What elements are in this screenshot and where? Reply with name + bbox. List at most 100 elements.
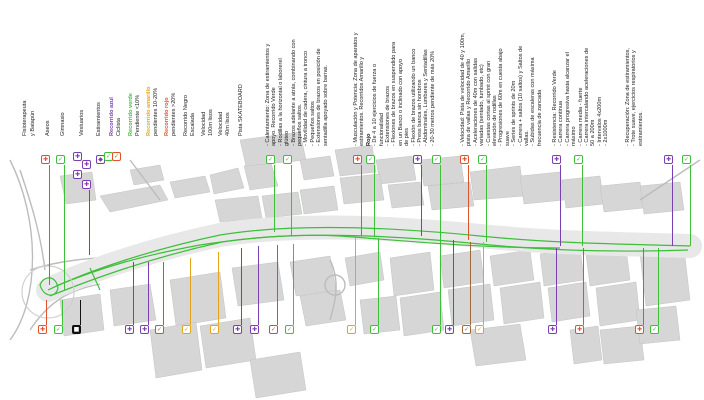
leader-line [560, 165, 561, 246]
station-line: - 20-30 metros pendiente de más 20% [429, 50, 436, 146]
legend: Escalada [190, 113, 196, 136]
leader-line [89, 190, 90, 255]
leader-line [49, 165, 50, 285]
leader-line [421, 165, 422, 236]
leader-line [470, 242, 471, 325]
legend-item: Gimnasio [60, 112, 66, 136]
legend: Recorrido verde [128, 93, 134, 136]
station-description-endurance: - Resistencia: Recorrido Verde- Carrera … [552, 48, 610, 146]
station-line: - Progresiones de 60m en cuesta abajo [498, 48, 505, 146]
check-icon: ✓ [682, 155, 691, 164]
legend: Gimnasio [60, 112, 66, 136]
legend-item: Escalada [190, 112, 196, 136]
leader-line [468, 165, 469, 240]
legend-item: Recorrido verde [128, 93, 134, 136]
plus-icon: ✚ [445, 325, 454, 334]
legend: Aseos [45, 120, 51, 136]
station-line: sentadilla apoyado sobre barras. [322, 64, 329, 146]
legend-item: Pista SKATEBOARD [238, 84, 244, 136]
legend-item: pendientes 10-20% [153, 87, 159, 136]
station-line: estiramientos. [637, 111, 644, 146]
leader-line [64, 165, 65, 290]
check-icon: ✓ [478, 155, 487, 164]
check-icon: ✓ [155, 325, 164, 334]
check-icon: ✓ [266, 155, 275, 164]
check-icon: ✓ [285, 325, 294, 334]
leader-line [672, 165, 673, 246]
legend: Ciclista [116, 118, 122, 136]
legend: Estiramientos [96, 102, 102, 136]
leader-line [483, 242, 484, 325]
legend-item: Recorrido Negro [183, 94, 189, 136]
check-icon: ✓ [432, 155, 441, 164]
legend: Velocidad [218, 112, 224, 136]
leader-line [556, 248, 557, 325]
leader-line [374, 165, 375, 236]
check-icon: ✓ [269, 325, 278, 334]
legend-item: Estiramientos [96, 102, 102, 136]
station-line: - Flexiones de brazos en suspendido para [391, 41, 398, 146]
leader-line [163, 262, 164, 325]
check-icon: ✓ [112, 152, 121, 161]
leader-line [583, 248, 584, 325]
leader-line [355, 238, 356, 325]
plus-icon: ✚ [73, 170, 82, 179]
plus-icon: ✚ [353, 155, 362, 164]
square-icon: ■ [72, 325, 81, 334]
leader-line [453, 240, 454, 325]
plus-icon: ✚ [664, 155, 673, 164]
check-icon: ✓ [475, 325, 484, 334]
leader-line [440, 240, 441, 325]
leader-line [46, 300, 47, 325]
check-icon: ✓ [182, 325, 191, 334]
leader-line [293, 244, 294, 325]
leader-line [643, 248, 644, 325]
leader-line [133, 262, 134, 325]
legend-item: pendientes >20% [171, 92, 177, 136]
station-description-speed: - Velocidad: Pista de velocidad de 40 y … [460, 33, 543, 146]
legend-item: Recorrido amarillo [146, 86, 152, 136]
leader-line [658, 248, 659, 325]
legend-item: Recorrido azul [109, 97, 115, 136]
legend-item: y Batapún [30, 110, 36, 136]
station-line: - 2x1000m [603, 119, 610, 146]
station-line: frecuencia de zancada [536, 89, 543, 146]
leader-line [582, 165, 583, 246]
legend: Vestuarios [79, 110, 85, 136]
legend: pendientes >20% [171, 93, 177, 136]
station-description-warmup: - Calentamiento: Zona de estiramientos y… [265, 39, 329, 146]
check-icon: ✓ [347, 325, 356, 334]
leader-line [190, 258, 191, 325]
leader-line [274, 165, 275, 232]
legend: Pendiente <10% [135, 95, 141, 136]
leader-line [486, 165, 487, 242]
legend-item: Fisioterapeuta [22, 100, 28, 136]
legend-item: Velocidad [218, 111, 224, 136]
legend-item: Recorrido rojo [164, 97, 170, 136]
plus-icon: ✚ [233, 325, 242, 334]
plus-icon: ✚ [41, 155, 50, 164]
plus-icon: ✚ [548, 325, 557, 334]
legend: Velocidad [201, 112, 207, 136]
check-icon: ✓ [432, 325, 441, 334]
legend: Recorrido azul [109, 97, 115, 136]
leader-line [690, 165, 691, 246]
plus-icon: ✚ [250, 325, 259, 334]
plus-icon: ✚ [82, 160, 91, 169]
legend-item: 40m lisos [225, 112, 231, 136]
legend: pendientes 10-20% [153, 88, 159, 136]
legend-item: 100m lisos [208, 109, 214, 136]
green-route [39, 226, 691, 297]
leader-line [218, 252, 219, 325]
legend: Recorrido Negro [183, 95, 189, 136]
leader-line [440, 165, 441, 240]
legend: 40m lisos [225, 112, 231, 136]
legend-item: Pendiente <10% [135, 94, 141, 136]
legend: Recorrido amarillo [146, 87, 152, 136]
plus-icon: ✚ [552, 155, 561, 164]
check-icon: ✓ [650, 325, 659, 334]
leader-line [277, 245, 278, 325]
plus-icon: ✚ [460, 155, 469, 164]
leader-line [148, 262, 149, 325]
